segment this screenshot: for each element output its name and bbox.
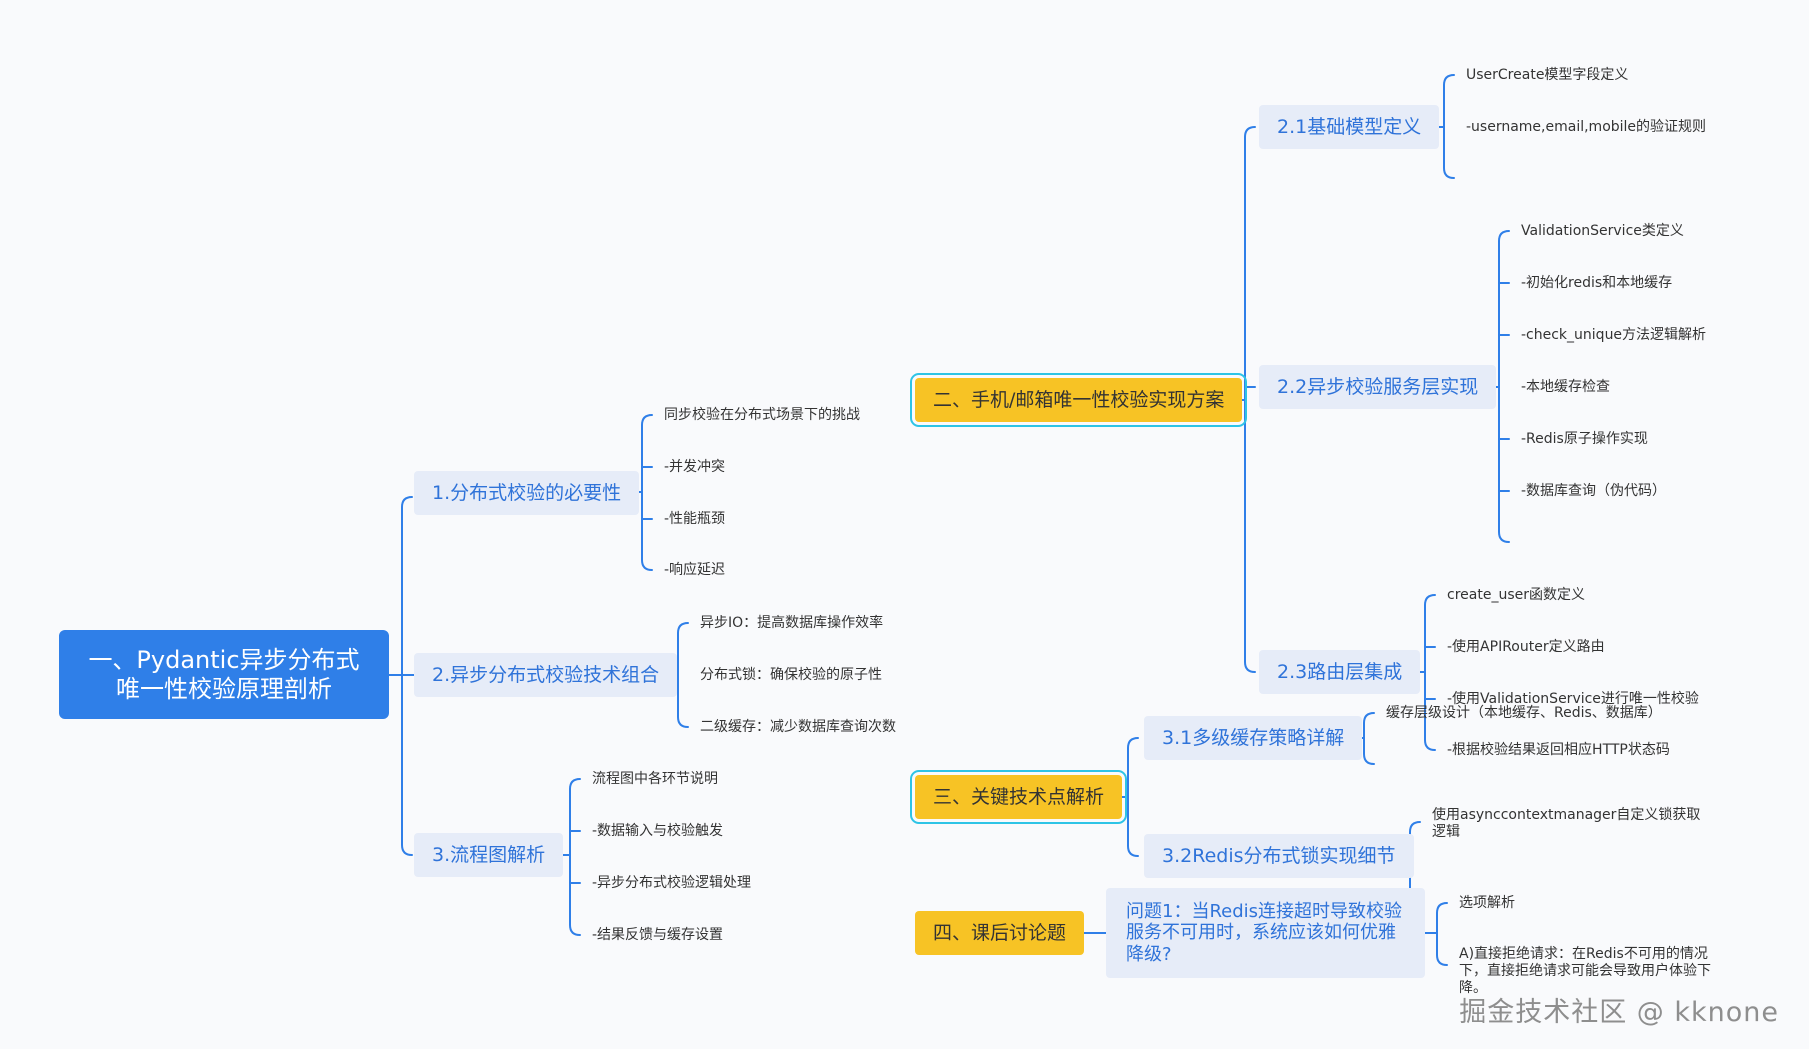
sub-title: 3.2Redis分布式锁实现细节 <box>1162 844 1396 867</box>
root-title-line1: 一、Pydantic异步分布式 <box>88 645 360 674</box>
sub-multilevel-cache[interactable]: 3.1多级缓存策略详解 <box>1144 716 1363 760</box>
leaf-validation-rules[interactable]: -username,email,mobile的验证规则 <box>1466 118 1707 135</box>
leaf-redis-atomic[interactable]: -Redis原子操作实现 <box>1521 430 1648 447</box>
leaf-validationservice-class[interactable]: ValidationService类定义 <box>1521 222 1684 239</box>
leaf-second-cache[interactable]: 二级缓存：减少数据库查询次数 <box>700 718 896 735</box>
branch-title: 1.分布式校验的必要性 <box>432 481 622 504</box>
leaf-init-cache[interactable]: -初始化redis和本地缓存 <box>1521 274 1673 291</box>
leaf-result-cache[interactable]: -结果反馈与缓存设置 <box>592 926 724 943</box>
watermark: 掘金技术社区 @ kknone <box>1459 997 1779 1028</box>
branch-title: 3.流程图解析 <box>432 843 546 866</box>
leaf-data-input[interactable]: -数据输入与校验触发 <box>592 822 724 839</box>
section-discussion[interactable]: 四、课后讨论题 <box>915 911 1085 955</box>
branch-flowchart[interactable]: 3.流程图解析 <box>414 833 564 877</box>
leaf-db-query[interactable]: -数据库查询（伪代码） <box>1521 482 1667 499</box>
leaf-usercreate-fields[interactable]: UserCreate模型字段定义 <box>1466 66 1629 83</box>
section-title: 四、课后讨论题 <box>933 921 1067 944</box>
leaf-distributed-lock[interactable]: 分布式锁：确保校验的原子性 <box>700 666 882 683</box>
sub-redis-lock[interactable]: 3.2Redis分布式锁实现细节 <box>1144 834 1414 878</box>
discussion-question[interactable]: 问题1：当Redis连接超时导致校验服务不可用时，系统应该如何优雅降级? <box>1106 888 1425 978</box>
sub-router-layer[interactable]: 2.3路由层集成 <box>1259 650 1421 694</box>
leaf-option-analysis[interactable]: 选项解析 <box>1459 894 1515 911</box>
leaf-async-io[interactable]: 异步IO：提高数据库操作效率 <box>700 614 884 631</box>
leaf-latency[interactable]: -响应延迟 <box>664 561 726 578</box>
leaf-apirouter[interactable]: -使用APIRouter定义路由 <box>1447 638 1605 655</box>
root-title-line2: 唯一性校验原理剖析 <box>115 674 332 703</box>
sub-title: 2.3路由层集成 <box>1277 660 1403 683</box>
root-topic[interactable]: 一、Pydantic异步分布式 唯一性校验原理剖析 <box>59 630 389 719</box>
question-text: 问题1：当Redis连接超时导致校验服务不可用时，系统应该如何优雅降级? <box>1126 900 1403 965</box>
sub-title: 3.1多级缓存策略详解 <box>1162 726 1345 749</box>
leaf-local-cache-check[interactable]: -本地缓存检查 <box>1521 378 1611 395</box>
branch-necessity[interactable]: 1.分布式校验的必要性 <box>414 471 640 515</box>
section-implementation[interactable]: 二、手机/邮箱唯一性校验实现方案 <box>909 373 1248 427</box>
section-key-points[interactable]: 三、关键技术点解析 <box>909 770 1128 824</box>
leaf-check-unique[interactable]: -check_unique方法逻辑解析 <box>1521 326 1707 343</box>
section-title: 三、关键技术点解析 <box>933 785 1105 808</box>
leaf-flow-steps[interactable]: 流程图中各环节说明 <box>592 770 718 787</box>
sub-title: 2.1基础模型定义 <box>1277 115 1422 138</box>
leaf-cache-layers[interactable]: 缓存层级设计（本地缓存、Redis、数据库） <box>1386 704 1662 721</box>
leaf-concurrency[interactable]: -并发冲突 <box>664 458 726 475</box>
branch-title: 2.异步分布式校验技术组合 <box>432 663 660 686</box>
sub-base-model[interactable]: 2.1基础模型定义 <box>1259 105 1440 149</box>
sub-service-layer[interactable]: 2.2异步校验服务层实现 <box>1259 365 1497 409</box>
leaf-bottleneck[interactable]: -性能瓶颈 <box>664 510 726 527</box>
sub-title: 2.2异步校验服务层实现 <box>1277 375 1479 398</box>
leaf-http-status[interactable]: -根据校验结果返回相应HTTP状态码 <box>1447 741 1670 758</box>
section-title: 二、手机/邮箱唯一性校验实现方案 <box>933 388 1225 411</box>
leaf-option-a[interactable]: A)直接拒绝请求：在Redis不可用的情况下，直接拒绝请求可能会导致用户体验下降… <box>1459 946 1711 996</box>
leaf-use-validationservice[interactable]: -使用ValidationService进行唯一性校验 <box>1447 690 1699 707</box>
leaf-async-logic[interactable]: -异步分布式校验逻辑处理 <box>592 874 752 891</box>
branch-tech-combo[interactable]: 2.异步分布式校验技术组合 <box>414 653 678 697</box>
leaf-create-user[interactable]: create_user函数定义 <box>1447 586 1585 603</box>
leaf-sync-challenge[interactable]: 同步校验在分布式场景下的挑战 <box>664 406 860 423</box>
leaf-asynccontextmanager[interactable]: 使用asynccontextmanager自定义锁获取逻辑 <box>1432 807 1701 840</box>
